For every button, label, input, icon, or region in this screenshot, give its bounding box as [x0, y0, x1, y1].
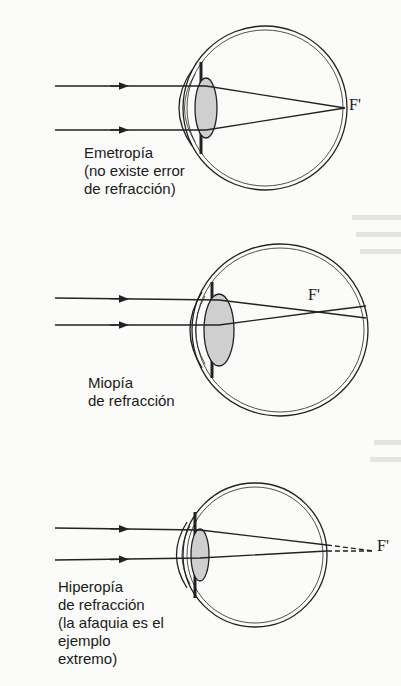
- condition-name: Hiperopía: [58, 578, 123, 596]
- hyperopic-eye: [55, 483, 374, 627]
- focal-point-label: F': [377, 537, 389, 555]
- condition-name: Miopía: [88, 374, 133, 392]
- condition-note: de refracción: [88, 392, 175, 410]
- condition-name: Emetropía: [84, 144, 153, 162]
- condition-note: (la afaquia es el ejemplo extremo): [58, 614, 166, 668]
- condition-note: (no existe error de refracción): [84, 162, 202, 198]
- focal-point-label: F': [308, 286, 320, 304]
- myopic-eye: [55, 244, 368, 416]
- condition-note: de refracción: [58, 596, 145, 614]
- faded-page: [352, 215, 401, 462]
- focal-point-label: F': [349, 96, 361, 114]
